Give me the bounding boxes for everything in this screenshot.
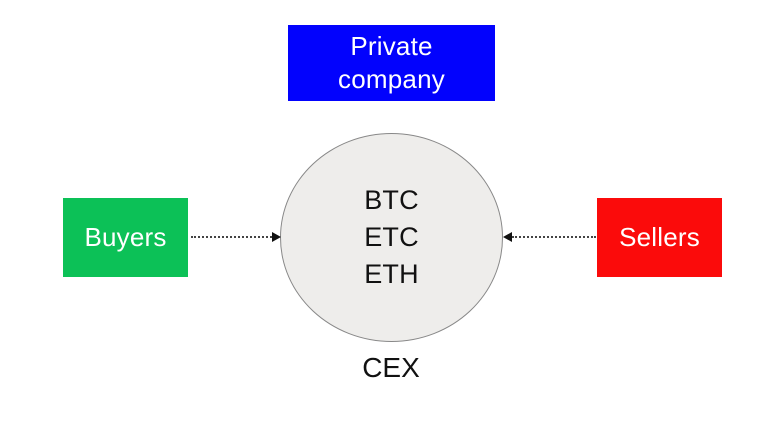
arrowhead-left-icon <box>503 232 512 242</box>
node-private-company: Private company <box>288 25 495 101</box>
node-cex-ellipse: BTC ETC ETH <box>280 133 503 342</box>
node-sellers: Sellers <box>597 198 722 277</box>
node-private-company-label-line2: company <box>338 64 445 94</box>
node-private-company-label-line1: Private <box>350 31 433 61</box>
cex-caption: CEX <box>362 352 420 383</box>
arrow-sellers-dotted-line <box>512 236 596 238</box>
cex-asset-btc: BTC <box>364 185 419 215</box>
node-buyers: Buyers <box>63 198 188 277</box>
node-buyers-label: Buyers <box>84 222 167 252</box>
arrow-buyers-dotted-line <box>191 236 272 238</box>
node-sellers-label: Sellers <box>619 222 700 252</box>
cex-asset-eth: ETH <box>364 259 419 289</box>
cex-asset-etc: ETC <box>364 222 419 252</box>
arrowhead-right-icon <box>272 232 281 242</box>
